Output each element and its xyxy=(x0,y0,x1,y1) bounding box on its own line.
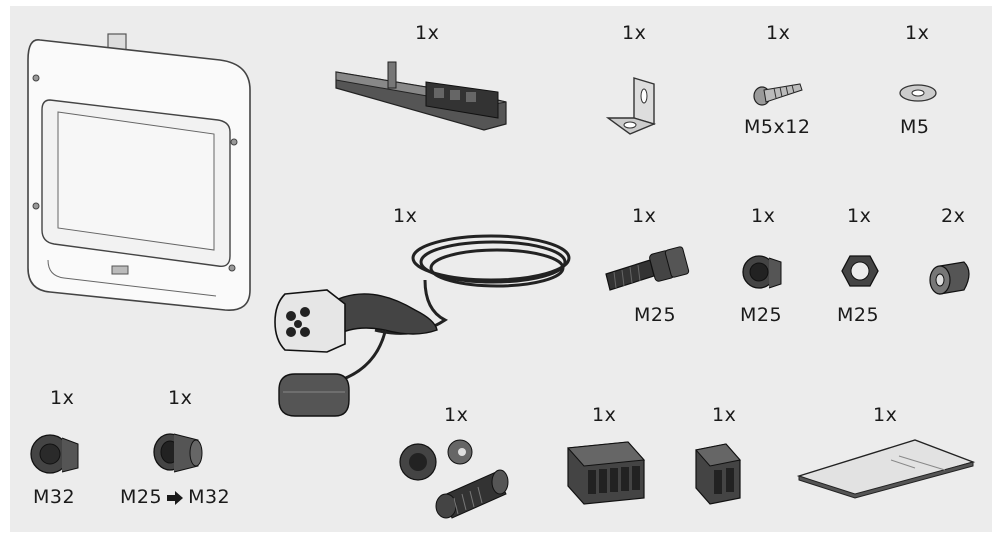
qty-label: 1x xyxy=(873,404,898,426)
charging-cable-illustration xyxy=(265,220,575,435)
size-from-label: M25 xyxy=(120,486,163,508)
qty-label: 1x xyxy=(632,205,657,227)
terminal-plug-5pole-illustration xyxy=(564,438,648,505)
wallbox-device-illustration xyxy=(20,30,260,320)
qty-label: 1x xyxy=(592,404,617,426)
gland-set-illustration xyxy=(396,436,526,519)
arrow-right-icon xyxy=(166,490,184,505)
terminal-plug-2pole-illustration xyxy=(692,440,744,505)
documentation-booklet-illustration xyxy=(795,436,976,499)
size-label: M25 xyxy=(740,304,783,326)
qty-label: 1x xyxy=(415,22,440,44)
qty-label: 1x xyxy=(444,404,469,426)
counter-nut-illustration xyxy=(840,254,880,288)
size-label: M5 xyxy=(900,116,930,138)
qty-label: 1x xyxy=(393,205,418,227)
cable-bracket-illustration xyxy=(330,58,515,138)
qty-label: 1x xyxy=(50,387,75,409)
qty-label: 1x xyxy=(168,387,193,409)
size-label: M32 xyxy=(33,486,76,508)
angle-bracket-illustration xyxy=(604,74,664,140)
thread-adapter-illustration xyxy=(150,430,206,476)
size-label: M5x12 xyxy=(744,116,811,138)
sealing-sleeve-illustration xyxy=(928,260,976,296)
qty-label: 1x xyxy=(751,205,776,227)
qty-label: 1x xyxy=(905,22,930,44)
size-label: M25 xyxy=(837,304,880,326)
qty-label: 1x xyxy=(766,22,791,44)
qty-label: 2x xyxy=(941,205,966,227)
reducer-size-label: M25 M32 xyxy=(120,486,230,508)
screw-illustration xyxy=(752,80,804,108)
size-label: M25 xyxy=(634,304,677,326)
washer-illustration xyxy=(896,82,940,104)
qty-label: 1x xyxy=(712,404,737,426)
qty-label: 1x xyxy=(622,22,647,44)
qty-label: 1x xyxy=(847,205,872,227)
size-to-label: M32 xyxy=(188,486,231,508)
cable-gland-m32-illustration xyxy=(28,430,82,476)
cable-gland-illustration xyxy=(600,244,692,296)
cable-gland-illustration xyxy=(741,250,785,292)
